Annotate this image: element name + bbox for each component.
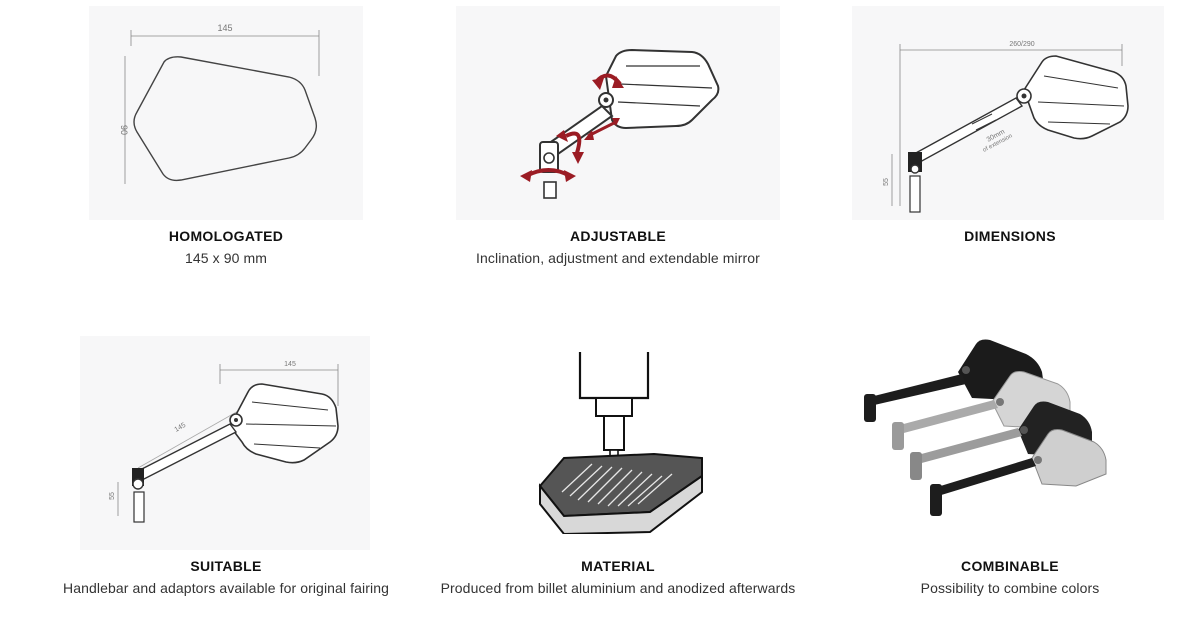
feature-title: DIMENSIONS [964,228,1056,244]
feature-subtitle: Possibility to combine colors [920,580,1100,596]
dimensions-image: 260/290 55 30mm of extension [852,6,1164,220]
feature-card-dimensions: 260/290 55 30mm of extension DIMENSIONS [810,0,1204,300]
feature-card-suitable: 145 145 55 SUITABLE Handlebar and adapto… [26,330,426,630]
feature-card-material: MATERIAL Produced from billet aluminium … [418,330,818,630]
suitable-arm-label: 145 [174,422,188,434]
feature-subtitle: Handlebar and adaptors available for ori… [63,580,389,596]
adjustable-image [456,6,780,220]
feature-title: MATERIAL [581,558,655,574]
milling-block-icon [538,352,703,536]
homologated-width-label: 145 [217,23,232,33]
homologated-image: 145 90 [89,6,363,220]
feature-subtitle: 145 x 90 mm [184,250,268,266]
dimensions-height-label: 55 [883,178,890,186]
feature-subtitle: Inclination, adjustment and extendable m… [476,250,760,266]
feature-card-adjustable: ADJUSTABLE Inclination, adjustment and e… [418,0,818,300]
combinable-image [862,336,1162,536]
feature-title: HOMOLOGATED [168,228,284,244]
feature-subtitle: Produced from billet aluminium and anodi… [440,580,796,596]
homologated-diagram-icon: 145 90 [119,23,320,184]
feature-card-homologated: 145 90 HOMOLOGATED 145 x 90 mm [26,0,426,300]
adjustable-mirror-icon [520,48,720,199]
feature-title: COMBINABLE [961,558,1059,574]
feature-card-combinable: COMBINABLE Possibility to combine colors [810,330,1204,630]
suitable-image: 145 145 55 [80,336,370,550]
material-image [530,346,706,536]
feature-title: SUITABLE [190,558,262,574]
suitable-diagram-icon: 145 145 55 [109,361,339,523]
dimensions-diagram-icon: 260/290 55 30mm of extension [883,41,1129,213]
homologated-height-label: 90 [119,125,129,135]
combined-mirrors-icon [864,339,1107,516]
suitable-width-label: 145 [284,361,296,368]
suitable-height-label: 55 [109,492,116,500]
dimensions-span-label: 260/290 [1009,41,1034,48]
feature-title: ADJUSTABLE [569,228,667,244]
